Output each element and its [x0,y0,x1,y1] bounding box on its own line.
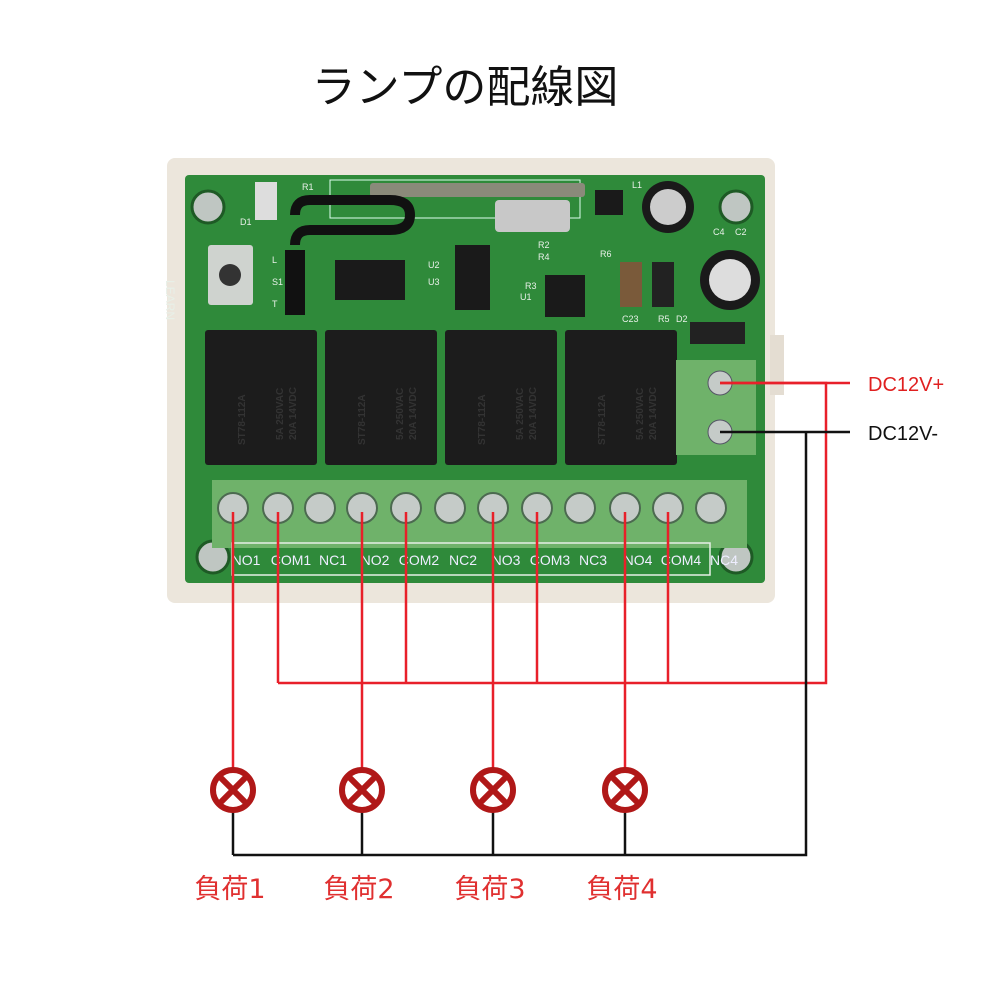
relay [565,330,677,465]
silk-label: U2 [428,260,440,270]
relay-rating: 20A 14VDC [528,387,539,440]
relay-rating: 5A 250VAC [395,388,406,440]
antenna-coil [290,195,416,246]
mounting-screw [190,189,226,225]
wires [231,381,850,857]
relay-rating: 5A 250VAC [515,388,526,440]
regulator [595,190,623,215]
return-bus-wire [233,432,808,857]
lamp-icon [210,767,256,813]
silk-label: L1 [632,180,642,190]
jumper-s1 [285,250,305,315]
silk-label: C4 [713,227,725,237]
learn-button-cap [219,264,241,286]
terminal-screw [304,492,336,524]
relay-rating: 5A 250VAC [635,388,646,440]
relay-model: ST78-112A [477,394,488,445]
relay-rating: 5A 250VAC [275,388,286,440]
terminal-screw [695,492,727,524]
diagram-title: ランプの配線図 [312,62,619,113]
capacitor-c23 [620,262,642,307]
capacitor-c4-top [650,189,686,225]
silk-label: R3 [525,281,537,291]
mounting-screw [718,189,754,225]
load-label: 負荷4 [586,874,657,905]
silk-label: D1 [240,217,252,227]
resistor-r5 [652,262,674,307]
silk-label: T [272,299,278,309]
terminal-label: COM1 [271,552,312,568]
capacitor-c2-top [709,259,751,301]
terminal-label: NO2 [361,552,390,568]
terminal-label: NC1 [319,552,347,568]
relay [445,330,557,465]
lamp-icon [470,767,516,813]
relay-model: ST78-112A [597,394,608,445]
mounting-screws [190,189,754,575]
silk-label: R2 [538,240,550,250]
terminal-screw [564,492,596,524]
silk-label: R6 [600,249,612,259]
terminal-label: NC3 [579,552,607,568]
terminal-label: NC2 [449,552,477,568]
terminal-label: NO3 [492,552,521,568]
led-d1 [255,182,277,220]
dc12v-negative-label: DC12V- [868,423,938,445]
silk-label: U1 [520,292,532,302]
relay [205,330,317,465]
receiver-module [370,183,585,197]
silk-label: L [272,255,277,265]
crystal [495,200,570,232]
silk-label: R1 [302,182,314,192]
relay-model: ST78-112A [357,394,368,445]
terminal-label: NO1 [232,552,261,568]
load-label: 負荷2 [323,874,394,905]
chip-u3 [545,275,585,317]
lamp-icon [339,767,385,813]
terminal-label: COM4 [661,552,702,568]
relay [325,330,437,465]
enclosure-tab [770,335,784,395]
silk-label: D2 [676,314,688,324]
silk-label: C2 [735,227,747,237]
silk-label: U3 [428,277,440,287]
terminal-label: COM3 [530,552,571,568]
relay-model: ST78-112A [237,394,248,445]
lamps [210,767,648,813]
chip-u1 [455,245,490,310]
silk-label: C23 [622,314,639,324]
silk-label: R4 [538,252,550,262]
chip-u2 [335,260,405,300]
diode-d2 [690,322,745,344]
load-label: 負荷3 [454,874,525,905]
learn-label: LEARN [163,280,177,320]
dc12v-positive-label: DC12V+ [868,374,944,396]
silk-label: R5 [658,314,670,324]
terminal-screw [434,492,466,524]
relay-rating: 20A 14VDC [288,387,299,440]
load-label: 負荷1 [194,874,265,905]
load-labels: 負荷1 負荷2 負荷3 負荷4 [194,874,657,905]
terminal-label: NC4 [710,552,738,568]
relay-rating: 20A 14VDC [648,387,659,440]
terminal-label: COM2 [399,552,440,568]
relay-rating: 20A 14VDC [408,387,419,440]
silk-label: S1 [272,277,283,287]
terminal-label: NO4 [624,552,653,568]
lamp-icon [602,767,648,813]
